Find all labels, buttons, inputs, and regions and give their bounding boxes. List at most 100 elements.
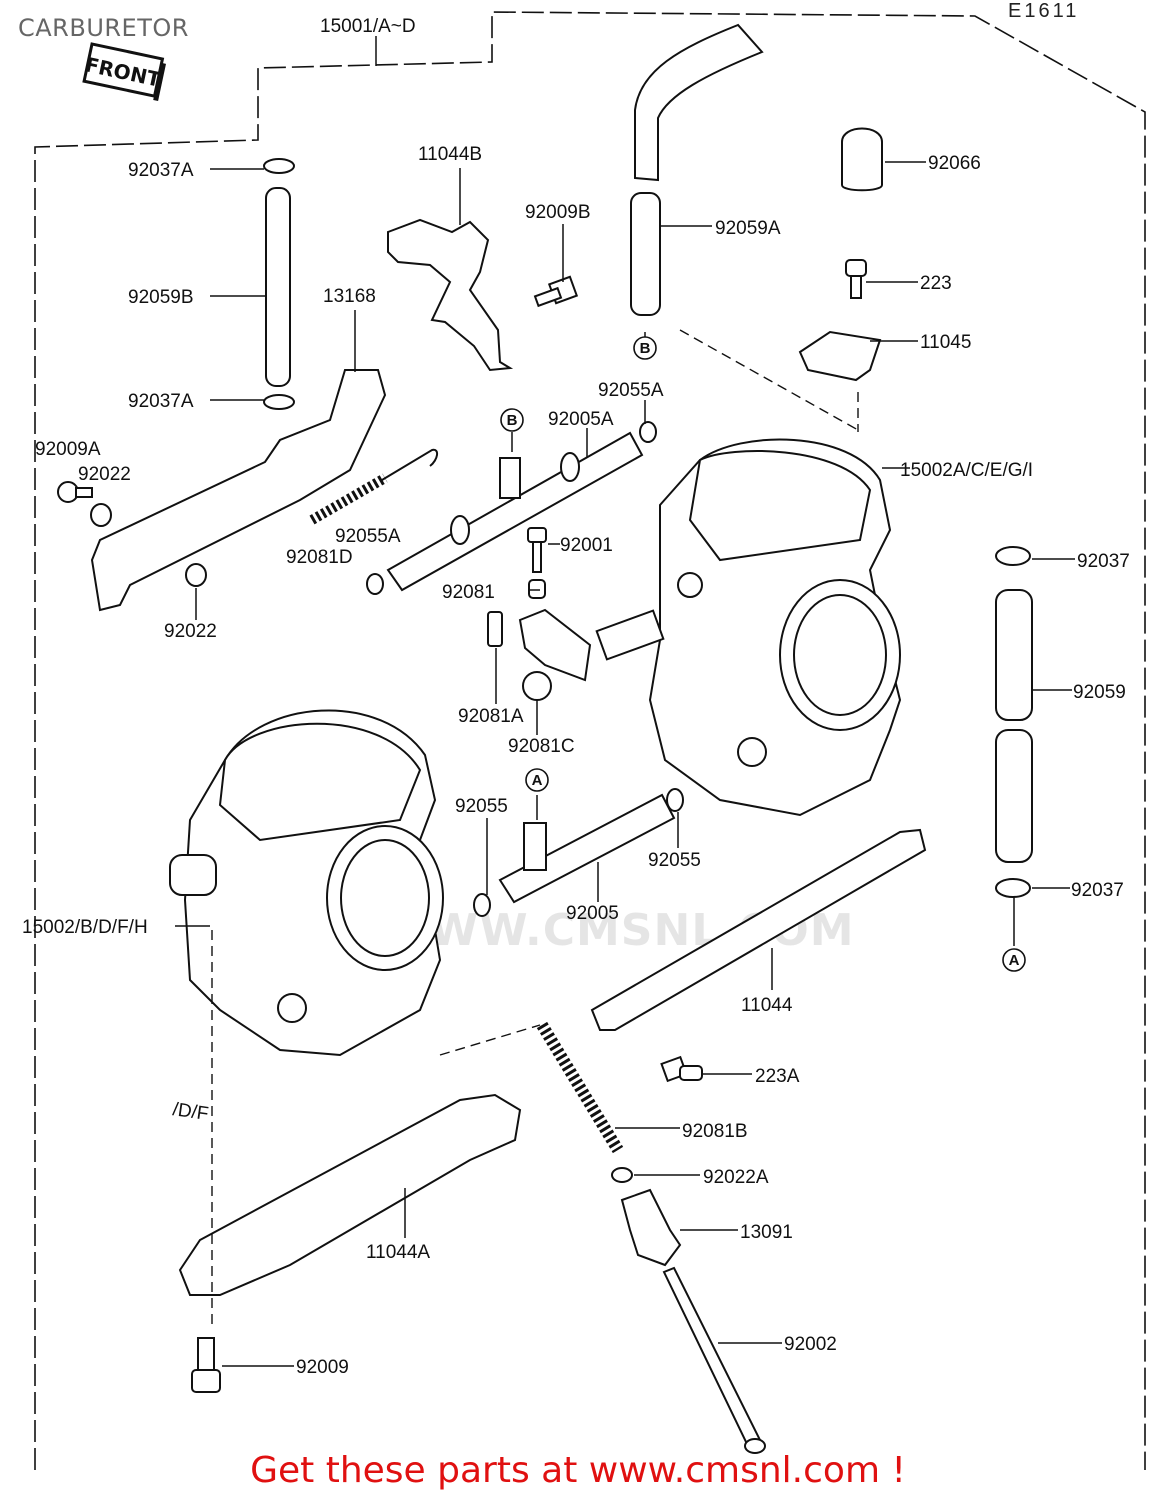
hose-92059-upper (995, 589, 1033, 721)
callout-label: 92081 (442, 582, 495, 603)
callout-label: 92005 (566, 903, 619, 924)
callout-label: 92009 (296, 1357, 349, 1378)
pipe-ring-b (450, 515, 470, 545)
washer-92022a (611, 1167, 633, 1183)
callout-label: 92037 (1071, 880, 1124, 901)
fuel-pipe-tee (499, 457, 521, 499)
callout-label: 11045 (920, 332, 971, 353)
marker-b-pipe (500, 408, 524, 432)
bolt-223a (660, 1055, 703, 1083)
callout-label: 223 (920, 273, 952, 294)
callout-label: 92022 (164, 621, 217, 642)
bracket-11044a (178, 1093, 522, 1296)
callout-label: 92022 (78, 464, 131, 485)
callout-label: 92055A (335, 526, 401, 547)
washer-92022-a (90, 503, 112, 527)
hose-92059-lower (995, 729, 1033, 863)
marker-a-right (1002, 948, 1026, 972)
callout-label: 15001/A~D (320, 16, 416, 37)
marker-a-pipe (525, 768, 549, 792)
spring-92081a (487, 611, 503, 647)
bracket-11044b (387, 218, 514, 372)
callout-label: 92037 (1077, 551, 1130, 572)
callout-label: 11044B (418, 144, 482, 165)
footer-link[interactable]: Get these parts at www.cmsnl.com ! (250, 1450, 906, 1491)
callout-label: 92081C (508, 736, 575, 757)
callout-label: 92059B (128, 287, 194, 308)
spring-92081d (309, 473, 388, 525)
callout-label: 92081B (682, 1121, 748, 1142)
carburetor-right (595, 438, 902, 817)
callout-label: 92055A (598, 380, 664, 401)
callout-label: 92022A (703, 1167, 769, 1188)
callout-label: 92037A (128, 160, 194, 181)
callout-label: 92055 (648, 850, 701, 871)
screw-92002-head (744, 1438, 766, 1454)
callout-label: 92081D (286, 547, 353, 568)
callout-label: 92002 (784, 1334, 837, 1355)
link-plate-small (518, 608, 592, 682)
spring-92081 (528, 579, 546, 599)
cap-92066 (841, 127, 883, 192)
assembly-boundary (34, 11, 1146, 1470)
clip-92037-top (995, 546, 1031, 566)
clip-92037a-bottom (263, 394, 295, 410)
alignment-lines (211, 329, 859, 1330)
spring-92081c (522, 671, 552, 701)
marker-b-top-text: B (640, 340, 651, 357)
clip-92037a-top (263, 158, 295, 174)
clip-92037-bottom (995, 878, 1031, 898)
bolt-92009b (533, 275, 579, 308)
callout-label: 92009A (35, 439, 101, 460)
callout-label: 11044 (741, 995, 793, 1016)
link-plate-13168 (90, 369, 387, 612)
callout-label: 223A (755, 1066, 800, 1087)
oring-92055-left (473, 893, 491, 917)
marker-b-top (633, 336, 657, 360)
callout-label: 92037A (128, 391, 194, 412)
diagram-code: E1611 (1008, 0, 1080, 22)
screw-92001 (527, 527, 547, 573)
bolt-92009 (191, 1337, 221, 1393)
fuel-pipe-92005-tee (523, 822, 547, 871)
callout-label: 92001 (560, 535, 613, 556)
callout-label: 92059A (715, 218, 781, 239)
carburetor-left (169, 709, 444, 1057)
oring-92055a-right (639, 421, 657, 443)
screw-92002 (662, 1266, 762, 1448)
screw-223 (845, 259, 867, 299)
hose-92059a (630, 192, 661, 316)
callout-label: 15002A/C/E/G/I (900, 460, 1033, 481)
callout-label: 92081A (458, 706, 524, 727)
holder-13091 (620, 1188, 682, 1267)
callout-label: /D/F (171, 1099, 209, 1125)
screw-92009a (57, 481, 93, 503)
leader-lines (175, 36, 1075, 1367)
callout-label: 92066 (928, 153, 981, 174)
spring-wire (381, 448, 438, 481)
oring-92055-right (666, 788, 684, 812)
callout-label: 11044A (366, 1242, 430, 1263)
front-label: FRONT (82, 42, 166, 101)
callout-labels: 15001/A~D 92037A 11044B 92009B 92059A 92… (22, 16, 1130, 1378)
page-title: CARBURETOR (18, 14, 189, 42)
circle-markers (500, 336, 1026, 972)
spring-92081b (536, 1021, 624, 1154)
callout-label: 92055 (455, 796, 508, 817)
hose-92059b (265, 187, 291, 387)
callout-label: 92059 (1073, 682, 1126, 703)
callout-label: 13168 (323, 286, 376, 307)
vent-hose-bent (634, 23, 764, 182)
callout-label: 92005A (548, 409, 614, 430)
pipe-ring-a (560, 452, 580, 482)
callout-label: 15002/B/D/F/H (22, 917, 148, 938)
callout-label: 13091 (740, 1222, 793, 1243)
clamp-11045 (798, 330, 882, 382)
marker-a-pipe-text: A (532, 772, 543, 789)
fuel-pipe-92005 (498, 793, 676, 904)
marker-b-pipe-text: B (507, 412, 518, 429)
marker-a-right-text: A (1009, 952, 1020, 969)
oring-92055a-left (366, 573, 384, 595)
callout-label: 92009B (525, 202, 591, 223)
